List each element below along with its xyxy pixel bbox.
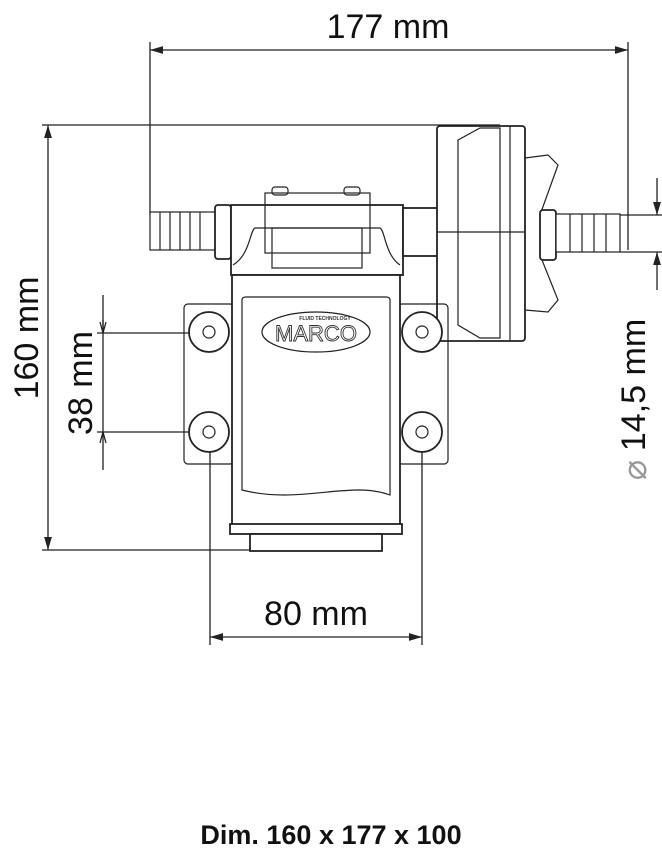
base-foot [249, 533, 383, 552]
width-label: 177 mm [327, 8, 450, 46]
outlet-hose-barb [555, 213, 621, 253]
outlet-nut [539, 209, 557, 261]
mounting-hole [401, 311, 443, 353]
diameter-symbol: ⌀ [616, 460, 654, 480]
base-plate [229, 523, 403, 535]
filter-bracket [524, 154, 559, 313]
outlet-tube [402, 207, 439, 257]
mounting-hole [188, 311, 230, 353]
inlet-nut [214, 204, 232, 260]
mounting-hole [401, 411, 443, 453]
port-diameter-label: 14,5 mm [615, 319, 653, 451]
hole-spacing-vertical-label: 38 mm [62, 331, 100, 435]
svg-text:FLUID TECHNOLOGY: FLUID TECHNOLOGY [299, 316, 351, 322]
pump-illustration: MARCO FLUID TECHNOLOGY [149, 125, 621, 552]
motor-body [231, 274, 401, 526]
motor-label-panel [241, 296, 391, 496]
inlet-hose-barb [149, 211, 217, 251]
overall-dimensions-caption: Dim. 160 x 177 x 100 [200, 820, 461, 850]
svg-text:MARCO: MARCO [275, 321, 357, 346]
pump-head [230, 204, 404, 276]
marco-logo: MARCO FLUID TECHNOLOGY [261, 311, 371, 353]
pump-head-clamp [264, 192, 371, 254]
mounting-holes [188, 311, 443, 453]
mounting-hole [188, 411, 230, 453]
hole-spacing-arrows [99, 320, 107, 444]
extension-lines [42, 42, 662, 645]
hole-spacing-horizontal-label: 80 mm [264, 595, 368, 633]
filter-housing [436, 125, 526, 342]
height-label: 160 mm [8, 277, 46, 400]
